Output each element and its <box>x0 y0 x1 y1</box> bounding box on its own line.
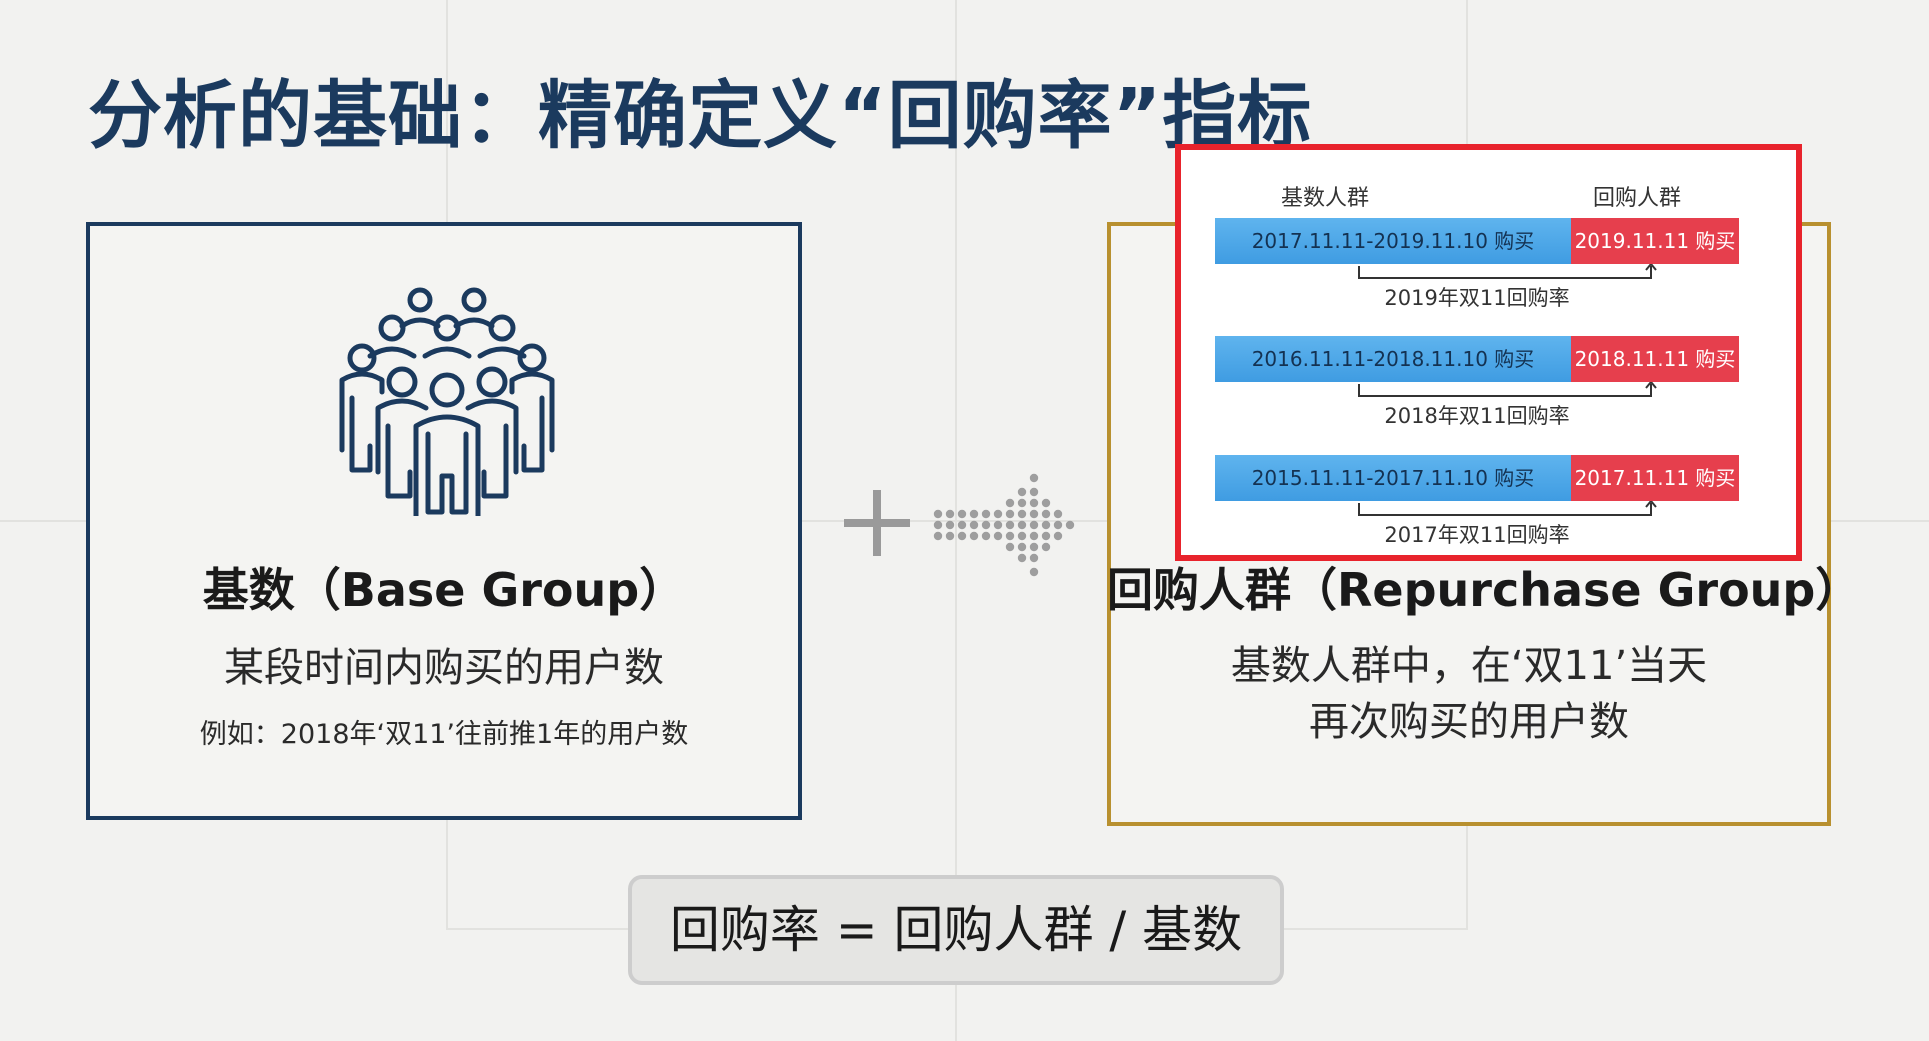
arrow-dot <box>1005 520 1015 530</box>
arrow-dot <box>933 520 943 530</box>
arrow-dot <box>1029 520 1039 530</box>
arrow-dot <box>1005 542 1015 552</box>
timeline-row-label: 2018年双11回购率 <box>1384 404 1570 428</box>
arrow-dot <box>933 531 943 541</box>
arrow-dot <box>969 531 979 541</box>
page-title: 分析的基础：精确定义“回购率”指标 <box>88 73 1313 159</box>
group-of-people-icon <box>339 287 555 516</box>
arrow-dot <box>1029 509 1039 519</box>
arrow-dot <box>945 520 955 530</box>
timeline-row: 2017.11.11-2019.11.10 购买 2019.11.11 购买 2… <box>1215 218 1739 310</box>
arrow-dot <box>1029 531 1039 541</box>
arrow-dot <box>957 520 967 530</box>
arrow-dot <box>1029 473 1039 483</box>
arrow-dot <box>1041 520 1051 530</box>
timeline-row-label: 2017年双11回购率 <box>1384 523 1570 547</box>
arrow-dot <box>1065 520 1075 530</box>
base-group-description: 某段时间内购买的用户数 <box>224 645 664 691</box>
background-gridline <box>0 520 1929 522</box>
arrow-dot <box>1017 520 1027 530</box>
repurchase-timeline-inset: 基数人群 回购人群 2017.11.11-2019.11.10 购买 2019.… <box>1175 144 1802 561</box>
background-gridline <box>955 0 957 1041</box>
inset-header-repurchase: 回购人群 <box>1593 186 1682 211</box>
arrow-dot <box>1053 520 1063 530</box>
timeline-row-label: 2019年双11回购率 <box>1384 286 1570 310</box>
repurchase-day-bar: 2018.11.11 购买 <box>1571 336 1739 382</box>
arrow-dot <box>1029 567 1039 577</box>
arrow-dot <box>957 509 967 519</box>
arrow-dot <box>981 509 991 519</box>
arrow-dot <box>981 520 991 530</box>
arrow-dot <box>1017 498 1027 508</box>
arrow-dot <box>1053 531 1063 541</box>
repurchase-day-bar: 2017.11.11 购买 <box>1571 455 1739 501</box>
base-period-bar: 2016.11.11-2018.11.10 购买 <box>1215 336 1571 382</box>
arrow-dot <box>1029 553 1039 563</box>
base-group-box <box>86 222 802 820</box>
formula-box: 回购率 = 回购人群 / 基数 <box>628 875 1284 985</box>
repurchase-description-line1: 基数人群中，在‘双11’当天 <box>1230 643 1708 689</box>
base-group-label: 基数（Base Group） <box>202 563 686 617</box>
arrow-dot <box>969 520 979 530</box>
arrow-dot <box>1041 542 1051 552</box>
timeline-bracket <box>1358 501 1657 516</box>
arrow-dot <box>1029 542 1039 552</box>
arrow-dot <box>1005 531 1015 541</box>
arrow-dot <box>945 531 955 541</box>
arrow-dot <box>1041 509 1051 519</box>
arrow-dot <box>1041 498 1051 508</box>
plus-icon <box>844 490 910 556</box>
repurchase-description-line2: 再次购买的用户数 <box>1309 699 1629 745</box>
arrow-dot <box>1029 498 1039 508</box>
arrow-dot <box>1029 487 1039 497</box>
arrow-dot <box>1017 531 1027 541</box>
arrow-dot <box>993 520 1003 530</box>
arrow-dot <box>1017 487 1027 497</box>
repurchase-group-label: 回购人群（Repurchase Group） <box>1107 563 1862 617</box>
arrow-dot <box>981 531 991 541</box>
arrow-dot <box>1053 509 1063 519</box>
arrow-dot <box>945 509 955 519</box>
repurchase-day-bar: 2019.11.11 购买 <box>1571 218 1739 264</box>
repurchase-group-description: 基数人群中，在‘双11’当天 再次购买的用户数 <box>1107 638 1831 750</box>
base-period-bar: 2017.11.11-2019.11.10 购买 <box>1215 218 1571 264</box>
arrow-dot <box>1017 553 1027 563</box>
arrow-dot <box>993 531 1003 541</box>
arrow-dot <box>1005 498 1015 508</box>
dotted-arrow-right-icon <box>933 473 1075 577</box>
arrow-dot <box>933 509 943 519</box>
timeline-bracket <box>1358 382 1657 397</box>
arrow-dot <box>1017 509 1027 519</box>
timeline-row: 2015.11.11-2017.11.10 购买 2017.11.11 购买 2… <box>1215 455 1739 547</box>
arrow-dot <box>969 509 979 519</box>
timeline-bracket <box>1358 264 1657 279</box>
base-group-example: 例如：2018年‘双11’往前推1年的用户数 <box>199 719 689 750</box>
arrow-dot <box>957 531 967 541</box>
arrow-dot <box>1005 509 1015 519</box>
arrow-dot <box>1041 531 1051 541</box>
inset-header-base: 基数人群 <box>1281 186 1370 211</box>
base-period-bar: 2015.11.11-2017.11.10 购买 <box>1215 455 1571 501</box>
timeline-row: 2016.11.11-2018.11.10 购买 2018.11.11 购买 2… <box>1215 336 1739 428</box>
arrow-dot <box>993 509 1003 519</box>
arrow-dot <box>1017 542 1027 552</box>
